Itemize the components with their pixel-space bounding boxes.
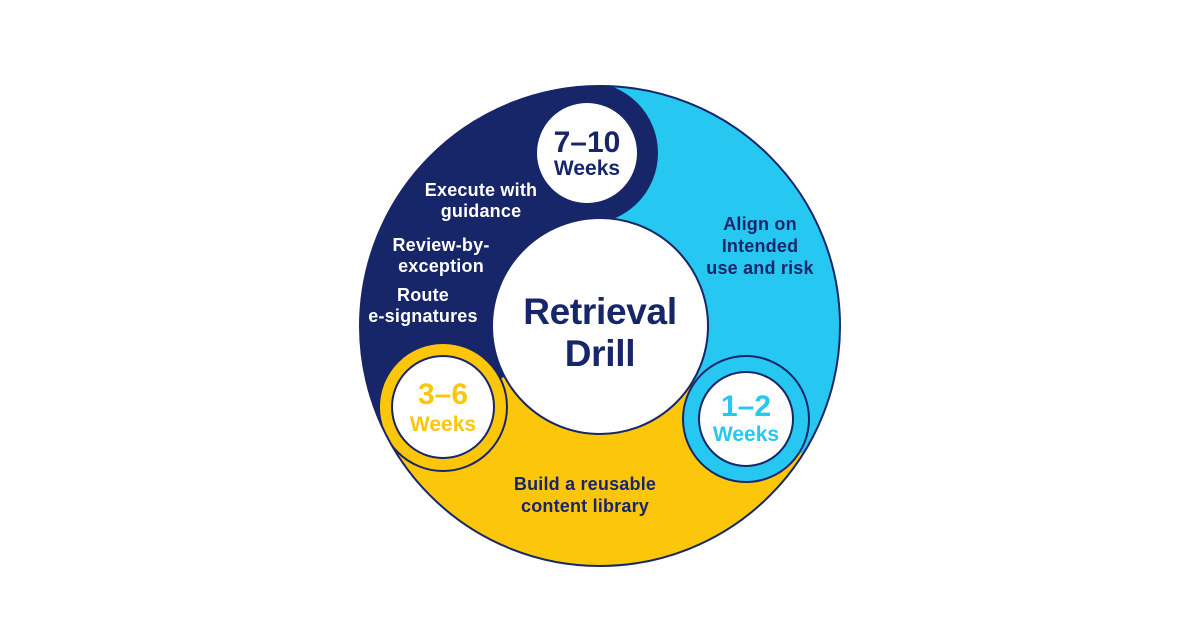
badge-range-7-10: 7–10 <box>554 126 621 159</box>
badge-unit-7-10: Weeks <box>554 157 620 180</box>
label-guidance: guidance <box>441 201 522 221</box>
badge-inner-disc-7-10-weeks <box>537 103 637 203</box>
label-route: Route <box>397 285 449 305</box>
label-build-a-reusable: Build a reusable <box>514 474 656 494</box>
badge-range-1-2: 1–2 <box>721 390 771 423</box>
label-exception: exception <box>398 256 484 276</box>
badge-inner-disc-3-6-weeks <box>391 355 495 459</box>
badge-unit-3-6: Weeks <box>410 413 476 436</box>
center-title-line-2: Drill <box>565 333 635 374</box>
badge-unit-1-2: Weeks <box>713 423 779 446</box>
label-align-on: Align on <box>723 214 797 234</box>
label-e-signatures: e-signatures <box>368 306 477 326</box>
outer-rim-outline <box>359 85 841 567</box>
center-hub-circle <box>491 217 709 435</box>
label-use-and-risk: use and risk <box>706 258 814 278</box>
badge-range-3-6: 3–6 <box>418 378 468 411</box>
center-title-line-1: Retrieval <box>523 291 677 332</box>
label-intended: Intended <box>722 236 799 256</box>
label-review-by: Review-by- <box>392 235 489 255</box>
badge-inner-disc-1-2-weeks <box>698 371 794 467</box>
label-execute-with: Execute with <box>425 180 537 200</box>
label-content-library: content library <box>521 496 649 516</box>
